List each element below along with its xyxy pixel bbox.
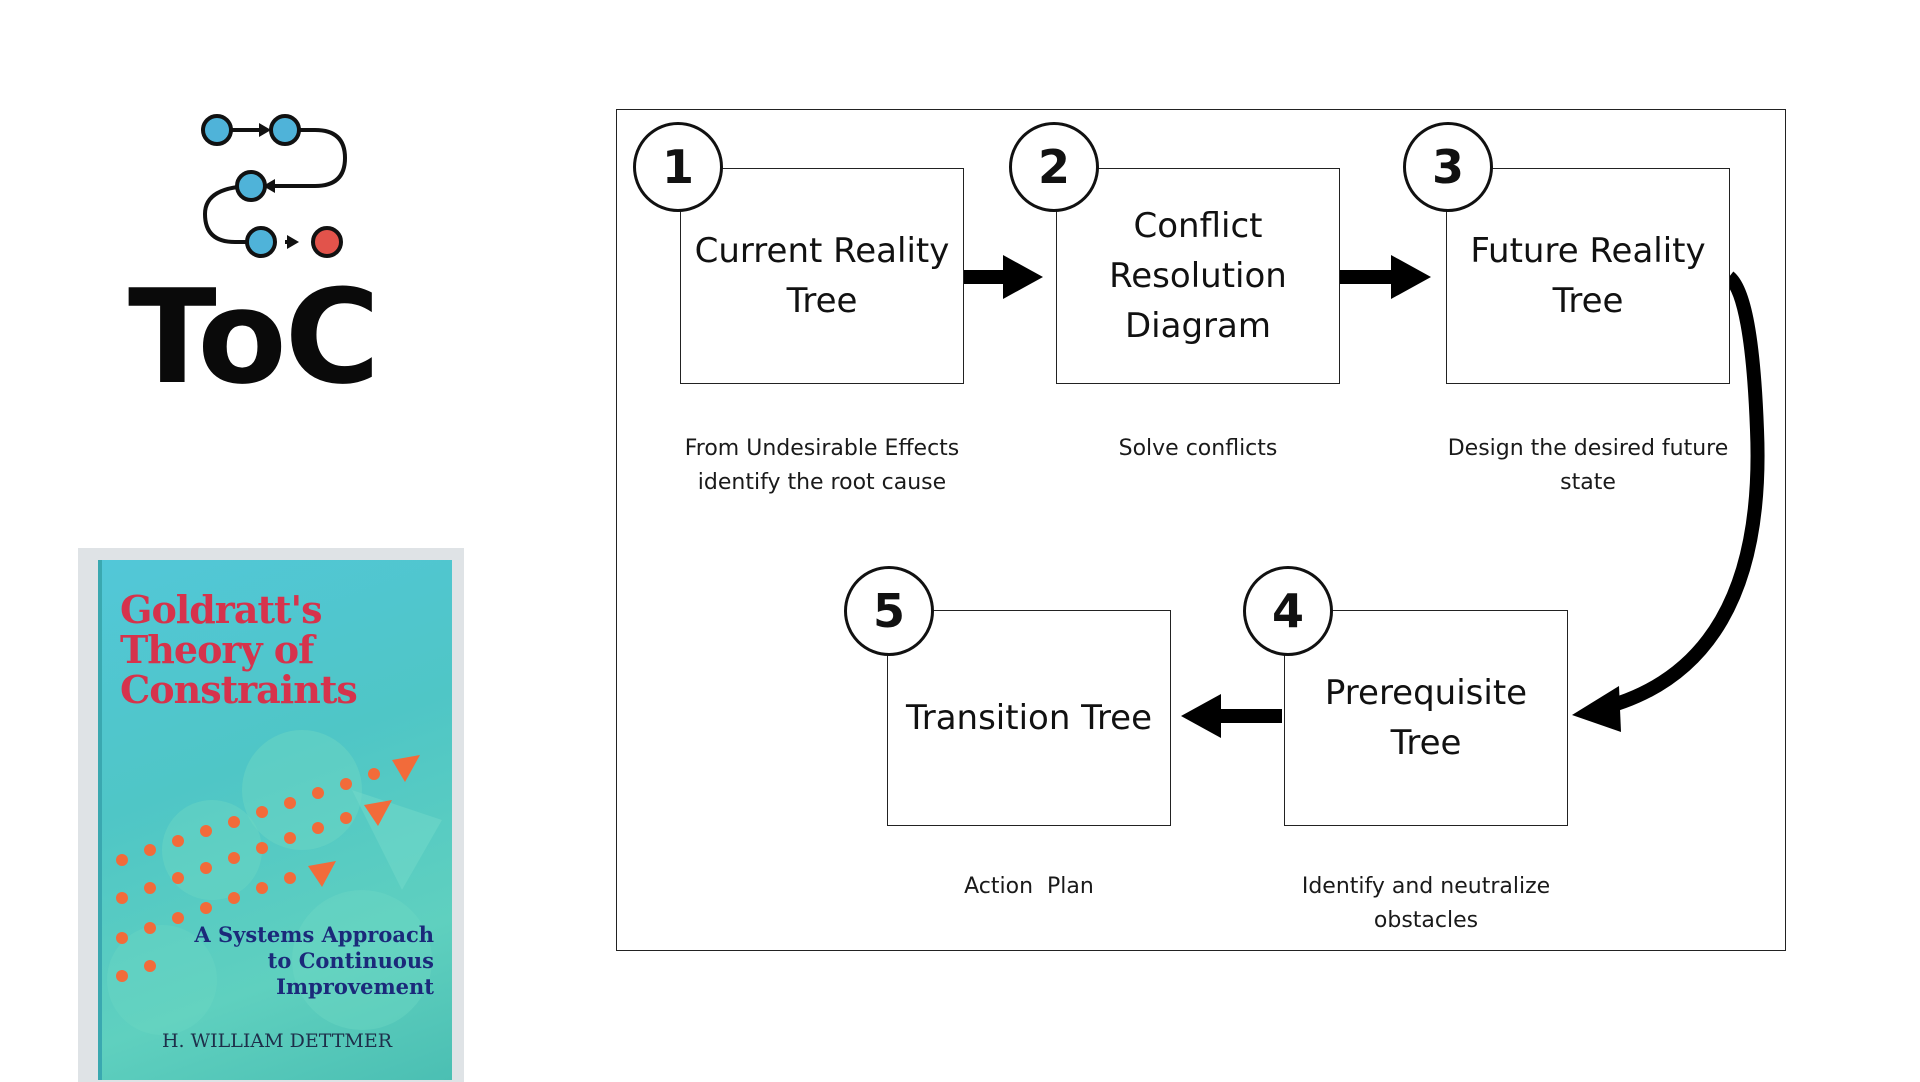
- flow-path-icon: [201, 114, 348, 258]
- step-description-5: Action Plan: [964, 874, 1094, 899]
- step-number-3: 3: [1403, 122, 1493, 212]
- cover-author: H. WILLIAM DETTMER: [161, 1030, 393, 1052]
- arrow-3-to-4-head: [1572, 686, 1621, 732]
- arrow-1-to-2-head: [1003, 255, 1043, 299]
- step-box-future-reality-tree: Future Reality Tree: [1446, 168, 1730, 384]
- step-number-5: 5: [844, 566, 934, 656]
- arrow-2-to-3-head: [1391, 255, 1431, 299]
- cover-subtitle-line-2: to Continuous Improvement: [267, 948, 434, 999]
- cover-title-line-2: Theory of: [120, 627, 314, 672]
- step-box-conflict-resolution-diagram: Conflict Resolution Diagram: [1056, 168, 1340, 384]
- step-number-2: 2: [1009, 122, 1099, 212]
- book-cover: Goldratt's Theory of Constraints A Syste…: [98, 560, 452, 1080]
- thinking-process-diagram: Current Reality Tree 1 From Undesirable …: [616, 109, 1786, 951]
- arrow-3-to-4: [1593, 271, 1765, 717]
- cover-decoration: [107, 730, 442, 1035]
- step-box-transition-tree: Transition Tree: [887, 610, 1171, 826]
- step-description-4: Identify and neutralize obstacles: [1301, 874, 1551, 933]
- step-description-1: From Undesirable Effects identify the ro…: [684, 436, 960, 495]
- step-number-4: 4: [1243, 566, 1333, 656]
- step-description-2: Solve conflicts: [1118, 436, 1278, 461]
- cover-title-line-1: Goldratt's: [120, 587, 323, 632]
- cover-title-line-3: Constraints: [120, 667, 358, 712]
- step-box-prerequisite-tree: Prerequisite Tree: [1284, 610, 1568, 826]
- logo-text: ToC: [128, 261, 380, 413]
- cover-subtitle-line-1: A Systems Approach: [194, 922, 434, 947]
- step-number-1: 1: [633, 122, 723, 212]
- step-description-3: Design the desired future state: [1447, 436, 1729, 495]
- flow-arrows: [961, 255, 1765, 738]
- book-cover-photo: Goldratt's Theory of Constraints A Syste…: [78, 548, 464, 1082]
- arrow-4-to-5-head: [1181, 694, 1221, 738]
- step-box-current-reality-tree: Current Reality Tree: [680, 168, 964, 384]
